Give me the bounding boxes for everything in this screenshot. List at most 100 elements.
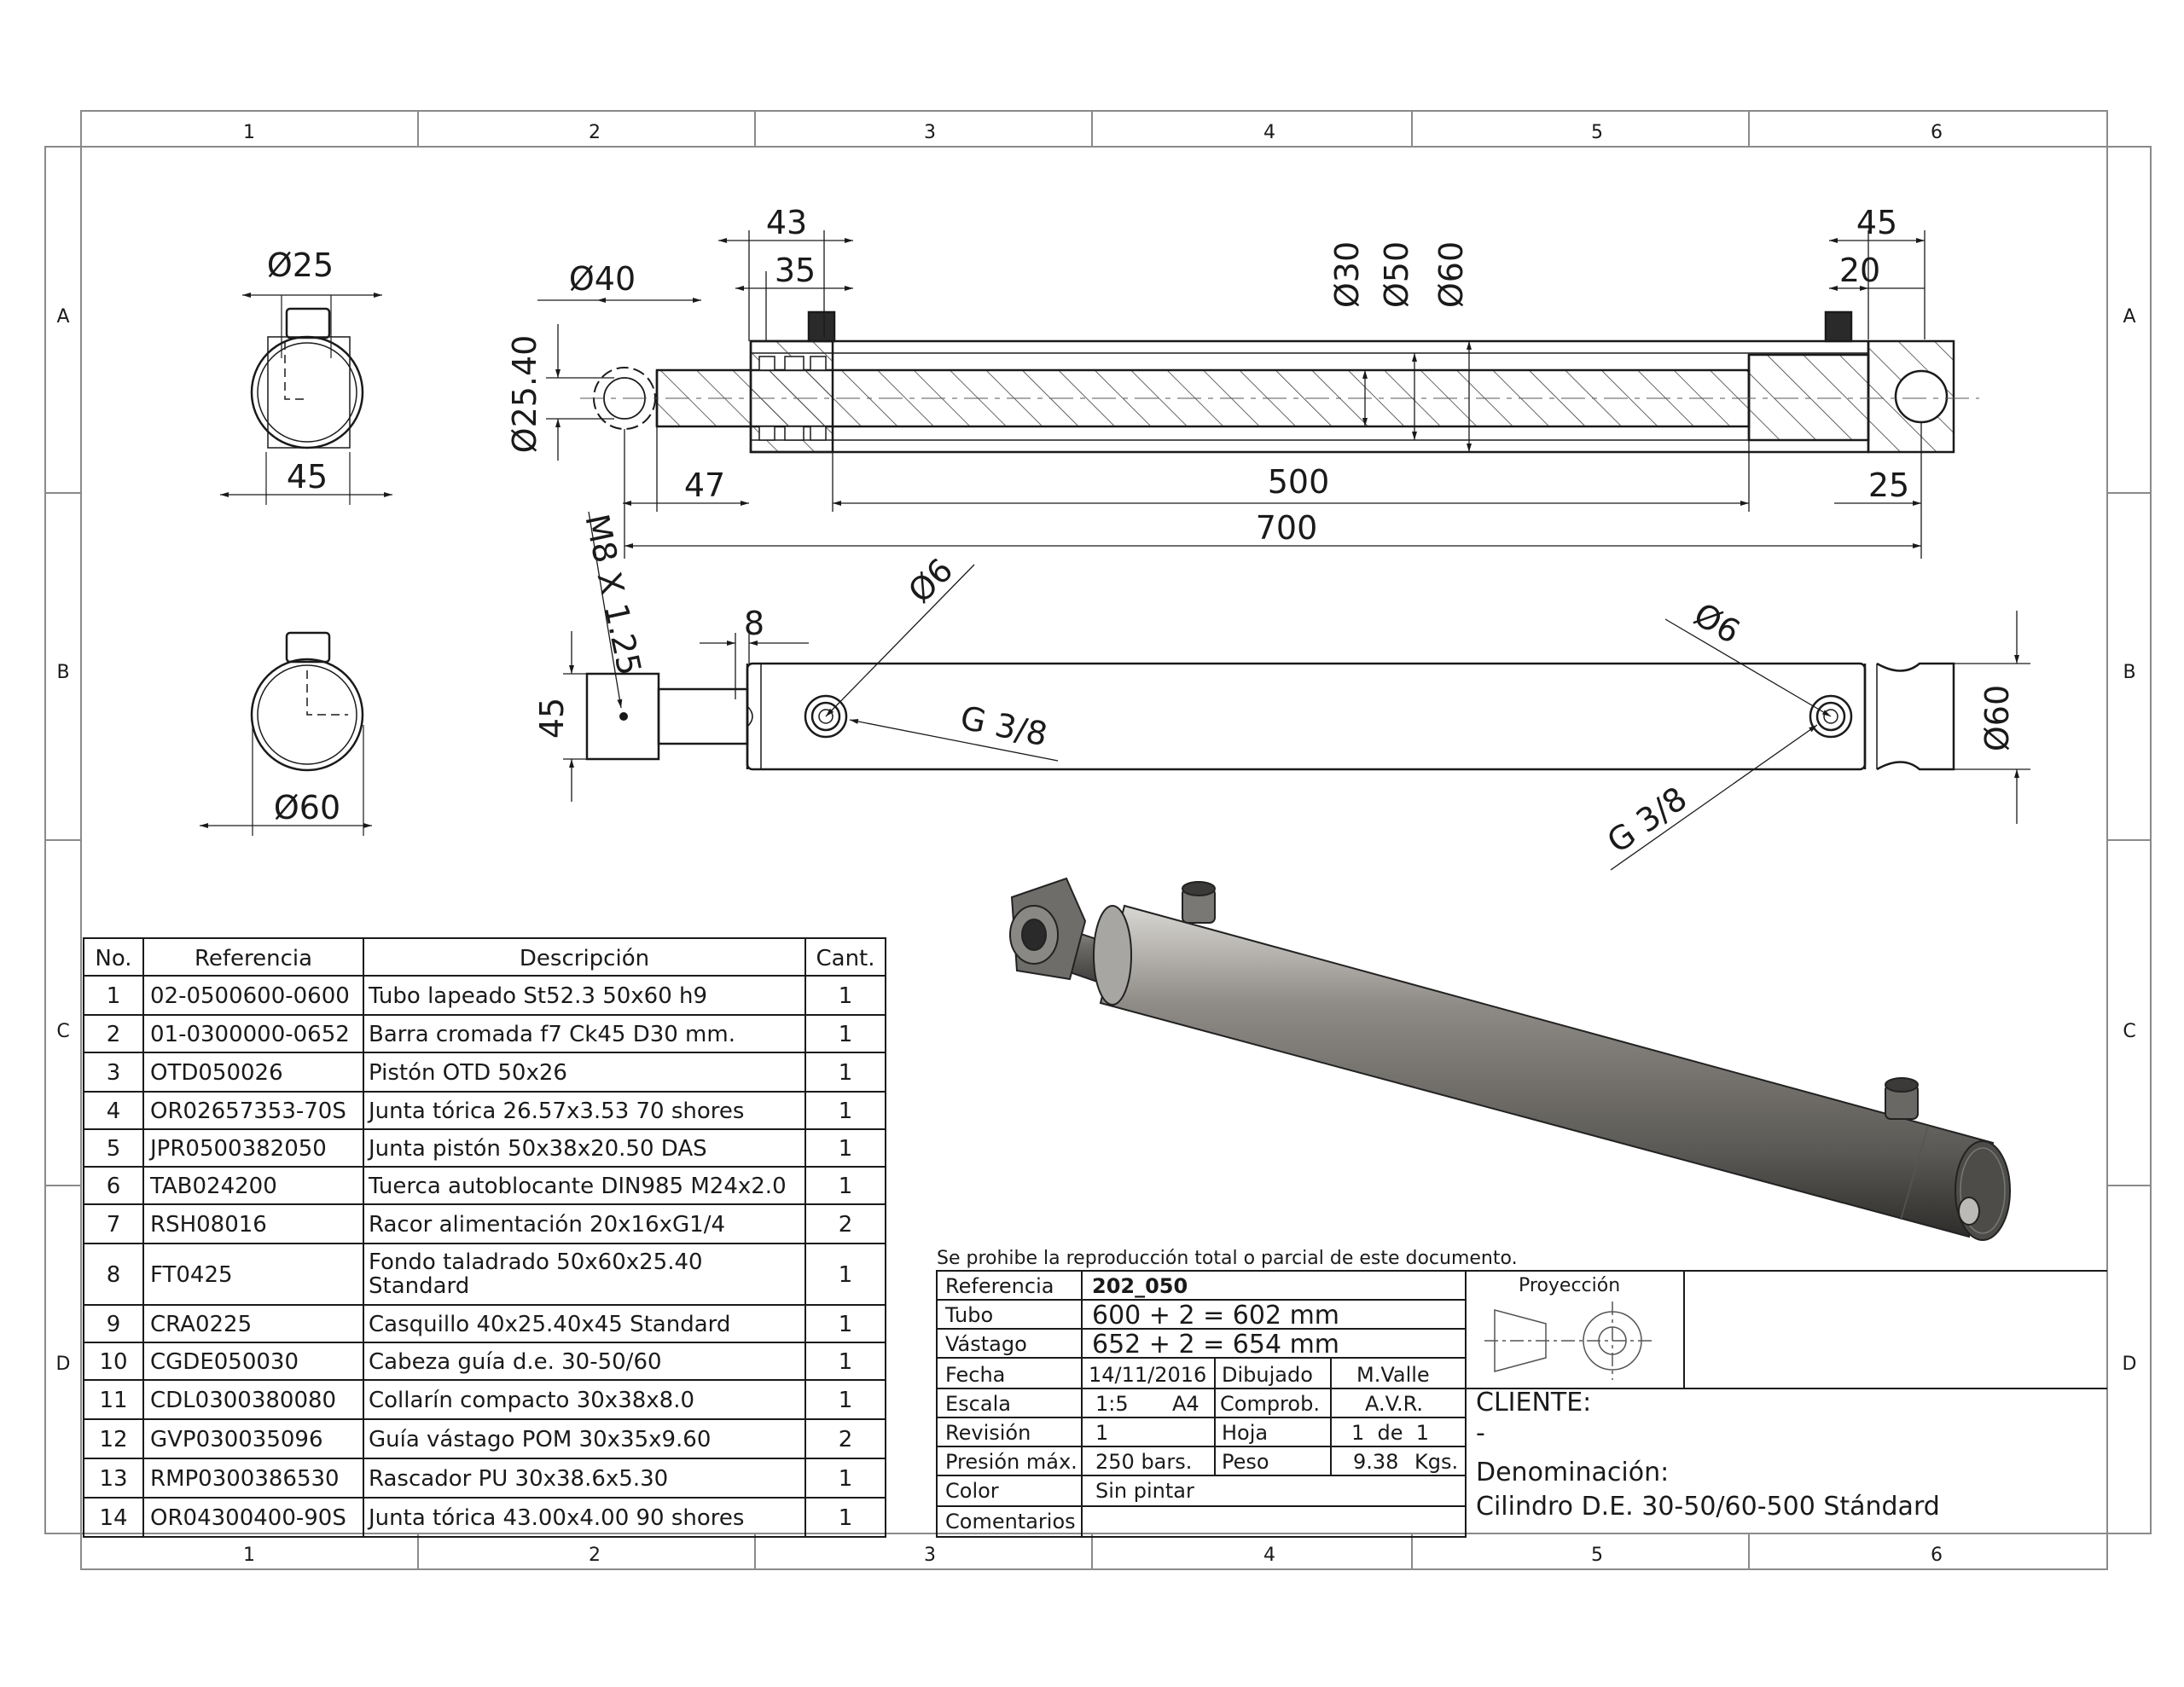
- bom-cell-qty: 2: [839, 1212, 853, 1238]
- row-label-left: C: [56, 1021, 69, 1042]
- row-label-left: A: [56, 306, 69, 328]
- dim-port-hole-left: Ø6: [901, 551, 960, 610]
- dim-tube-outer-diameter: Ø60: [274, 789, 340, 826]
- tb-denominacion-value: Cilindro D.E. 30-50/60-500 Stándard: [1476, 1492, 1940, 1522]
- tb-denominacion-label: Denominación:: [1476, 1458, 1669, 1487]
- dim-rod-diameter: Ø25: [267, 246, 334, 284]
- bom-cell-desc: Tubo lapeado St52.3 50x60 h9: [368, 983, 707, 1009]
- tb-fecha-label: Fecha: [945, 1363, 1005, 1387]
- col-label-bottom: 5: [1591, 1545, 1603, 1566]
- dim-port-offset: 8: [744, 605, 764, 642]
- tb-dibujado-value: M.Valle: [1356, 1363, 1430, 1387]
- tb-cliente-label: CLIENTE:: [1476, 1388, 1591, 1417]
- dim-gland-length: 35: [775, 252, 816, 289]
- bom-cell-ref: OR02657353-70S: [150, 1099, 346, 1124]
- projection-symbol: [1484, 1301, 1655, 1380]
- side-view: [585, 662, 1955, 771]
- bom-cell-desc: Barra cromada f7 Ck45 D30 mm.: [369, 1022, 735, 1047]
- bom-cell-no: 3: [107, 1060, 121, 1086]
- dim-rear-port-offset: 20: [1839, 252, 1880, 289]
- dim-overall-length: 700: [1256, 509, 1318, 547]
- bom-cell-no: 5: [107, 1136, 121, 1162]
- tb-peso-label: Peso: [1222, 1450, 1269, 1474]
- dim-thread: M8 X 1.25: [578, 511, 648, 679]
- bom-cell-ref: TAB024200: [149, 1174, 277, 1199]
- col-label-top: 2: [589, 122, 601, 143]
- dim-tube-diameter-section: Ø60: [1432, 241, 1470, 308]
- bom-cell-no: 12: [99, 1427, 127, 1452]
- tb-referencia-value: 202_050: [1092, 1274, 1188, 1298]
- bom-cell-desc: Tuerca autoblocante DIN985 M24x2.0: [368, 1174, 787, 1199]
- col-label-top: 6: [1931, 122, 1943, 143]
- bom-cell-desc: Junta pistón 50x38x20.50 DAS: [367, 1136, 707, 1162]
- bom-cell-ref: CRA0225: [150, 1312, 252, 1337]
- tb-escala-label: Escala: [945, 1392, 1011, 1416]
- bom-cell-qty: 1: [839, 1136, 853, 1162]
- dim-pin-diameter: Ø25.40: [506, 335, 543, 454]
- col-label-top: 1: [243, 122, 255, 143]
- bom-cell-ref: FT0425: [150, 1262, 233, 1288]
- tb-dibujado-label: Dibujado: [1222, 1363, 1313, 1387]
- bom-cell-qty: 1: [839, 1060, 853, 1086]
- bom-cell-qty: 1: [839, 1349, 853, 1375]
- title-block: [936, 1270, 2107, 1538]
- tb-vastago-label: Vástago: [945, 1332, 1027, 1356]
- bom-cell-ref: RMP0300386530: [150, 1466, 340, 1492]
- row-label-right: C: [2123, 1021, 2135, 1042]
- section-view: [580, 310, 1979, 454]
- dim-stroke: 500: [1268, 463, 1330, 501]
- sheet-frame: [44, 110, 2152, 1570]
- col-label-top: 3: [924, 122, 936, 143]
- bom-cell-desc: Standard: [369, 1273, 469, 1299]
- bom-cell-no: 6: [107, 1174, 121, 1199]
- bom-cell-qty: 1: [839, 1022, 853, 1047]
- bom-header-desc: Descripción: [520, 946, 649, 971]
- bom-header-qty: Cant.: [816, 946, 874, 971]
- dim-eye-diameter: Ø40: [569, 260, 636, 298]
- bom-cell-desc: Junta tórica 43.00x4.00 90 shores: [367, 1505, 744, 1531]
- bom-cell-qty: 1: [839, 1388, 853, 1413]
- bom-cell-qty: 1: [839, 1099, 853, 1124]
- bom-cell-desc: Collarín compacto 30x38x8.0: [369, 1388, 694, 1413]
- tb-revision-value: 1: [1095, 1421, 1108, 1445]
- bom-cell-qty: 1: [839, 1505, 853, 1531]
- copyright-notice: Se prohibe la reproducción total o parci…: [937, 1248, 1518, 1269]
- dim-rear-eye-offset: 25: [1868, 467, 1909, 504]
- tb-color-value: Sin pintar: [1095, 1479, 1194, 1503]
- tb-cliente-value: -: [1476, 1418, 1485, 1448]
- dim-tube-diameter-side: Ø60: [1978, 685, 2016, 751]
- bom-cell-ref: GVP030035096: [150, 1427, 323, 1452]
- dim-port-thread-right: G 3/8: [1600, 780, 1693, 861]
- tb-peso-unit: Kgs.: [1414, 1450, 1458, 1474]
- bom-header-ref: Referencia: [195, 946, 312, 971]
- col-label-bottom: 2: [589, 1545, 601, 1566]
- dim-rear-cap-length: 45: [1856, 204, 1897, 241]
- bom-cell-qty: 2: [839, 1427, 853, 1452]
- tb-vastago-value: 652 + 2 = 654 mm: [1092, 1330, 1339, 1359]
- tb-proyeccion-label: Proyección: [1519, 1275, 1620, 1296]
- bom-cell-no: 2: [107, 1022, 121, 1047]
- bom-cell-no: 14: [99, 1505, 127, 1531]
- bom-header-no: No.: [95, 946, 131, 971]
- bom-cell-qty: 1: [839, 1312, 853, 1337]
- tb-presion-value: 250 bars.: [1095, 1450, 1192, 1474]
- bom-cell-no: 1: [107, 983, 121, 1009]
- section-dimension-lines: [537, 230, 1926, 559]
- col-label-top: 4: [1263, 122, 1275, 143]
- col-label-bottom: 1: [243, 1545, 255, 1566]
- dim-rod-diameter-section: Ø30: [1328, 241, 1366, 308]
- bom-cell-no: 9: [107, 1312, 121, 1337]
- end-view-bottom: [200, 631, 372, 836]
- tb-comprob-label: Comprob.: [1220, 1392, 1320, 1416]
- bom-cell-ref: CGDE050030: [150, 1349, 299, 1375]
- bom-cell-desc: Junta tórica 26.57x3.53 70 shores: [367, 1099, 744, 1124]
- tb-presion-label: Presión máx.: [945, 1450, 1077, 1474]
- bom-cell-no: 10: [99, 1349, 127, 1375]
- bom-cell-desc: Fondo taladrado 50x60x25.40: [369, 1249, 703, 1275]
- end-view-top: [220, 293, 392, 505]
- tb-hoja-label: Hoja: [1222, 1421, 1268, 1445]
- dim-eye-width: 45: [287, 458, 328, 496]
- tb-fecha-value: 14/11/2016: [1089, 1363, 1206, 1387]
- isometric-view: [1009, 877, 2011, 1241]
